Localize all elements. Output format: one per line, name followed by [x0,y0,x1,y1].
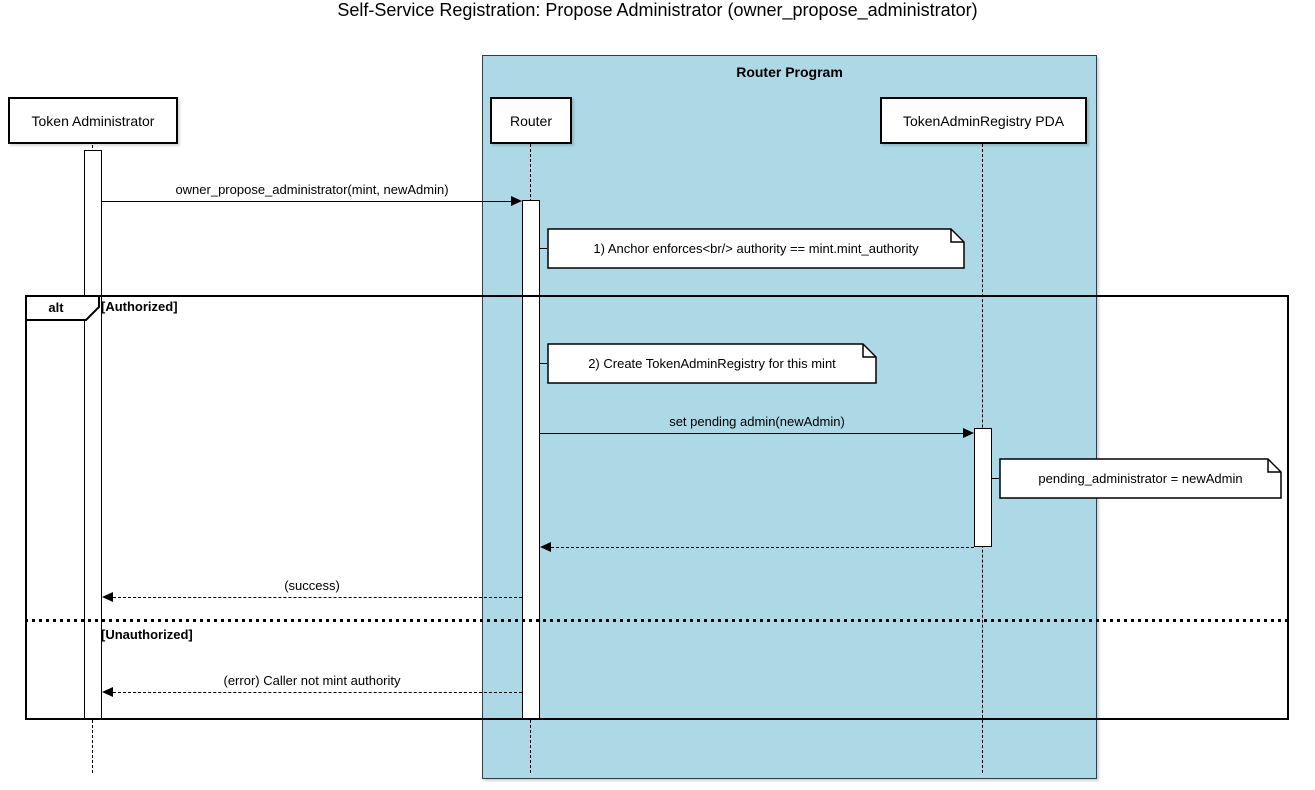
message-label-error: (error) Caller not mint authority [223,673,401,688]
alt-tab-shape [25,295,100,321]
alt-divider [25,619,1289,622]
note-create-registry: 2) Create TokenAdminRegistry for this mi… [547,343,877,384]
note-pending-administrator: pending_administrator = newAdmin [999,458,1282,499]
note-connector [540,248,547,249]
participant-registry-pda: TokenAdminRegistry PDA [880,97,1087,144]
note-anchor-enforces: 1) Anchor enforces<br/> authority == min… [547,228,965,269]
message-line-error [113,692,522,693]
note-text: 1) Anchor enforces<br/> authority == min… [593,240,919,256]
alt-frame [25,295,1289,720]
note-text: pending_administrator = newAdmin [1038,470,1243,486]
note-fold-icon [547,343,877,384]
alt-tab: alt [25,295,101,321]
note-fold-icon [999,458,1282,499]
diagram-title: Self-Service Registration: Propose Admin… [337,0,978,20]
message-label-set-pending-admin: set pending admin(newAdmin) [669,414,845,429]
participant-router: Router [490,97,572,144]
arrowhead-icon [102,592,113,602]
router-program-label: Router Program [736,64,843,80]
message-line-owner-propose-administrator [102,201,512,202]
activation-registry-pda [974,428,992,547]
message-line-set-pending-admin [540,433,963,434]
arrowhead-icon [963,428,974,438]
condition-authorized: [Authorized] [101,299,178,314]
arrowhead-icon [102,687,113,697]
condition-unauthorized: [Unauthorized] [101,627,193,642]
message-line-success [113,597,522,598]
message-label-success: (success) [284,578,340,593]
message-line-pda-return [551,547,974,548]
note-connector [540,363,547,364]
message-label-owner-propose-administrator: owner_propose_administrator(mint, newAdm… [175,182,449,197]
participant-token-administrator: Token Administrator [8,97,178,144]
arrowhead-icon [511,196,522,206]
router-program-container [482,55,1097,779]
alt-label: alt [48,299,64,315]
note-text: 2) Create TokenAdminRegistry for this mi… [588,355,836,371]
arrowhead-icon [540,542,551,552]
note-connector [992,478,999,479]
note-fold-icon [547,228,965,269]
